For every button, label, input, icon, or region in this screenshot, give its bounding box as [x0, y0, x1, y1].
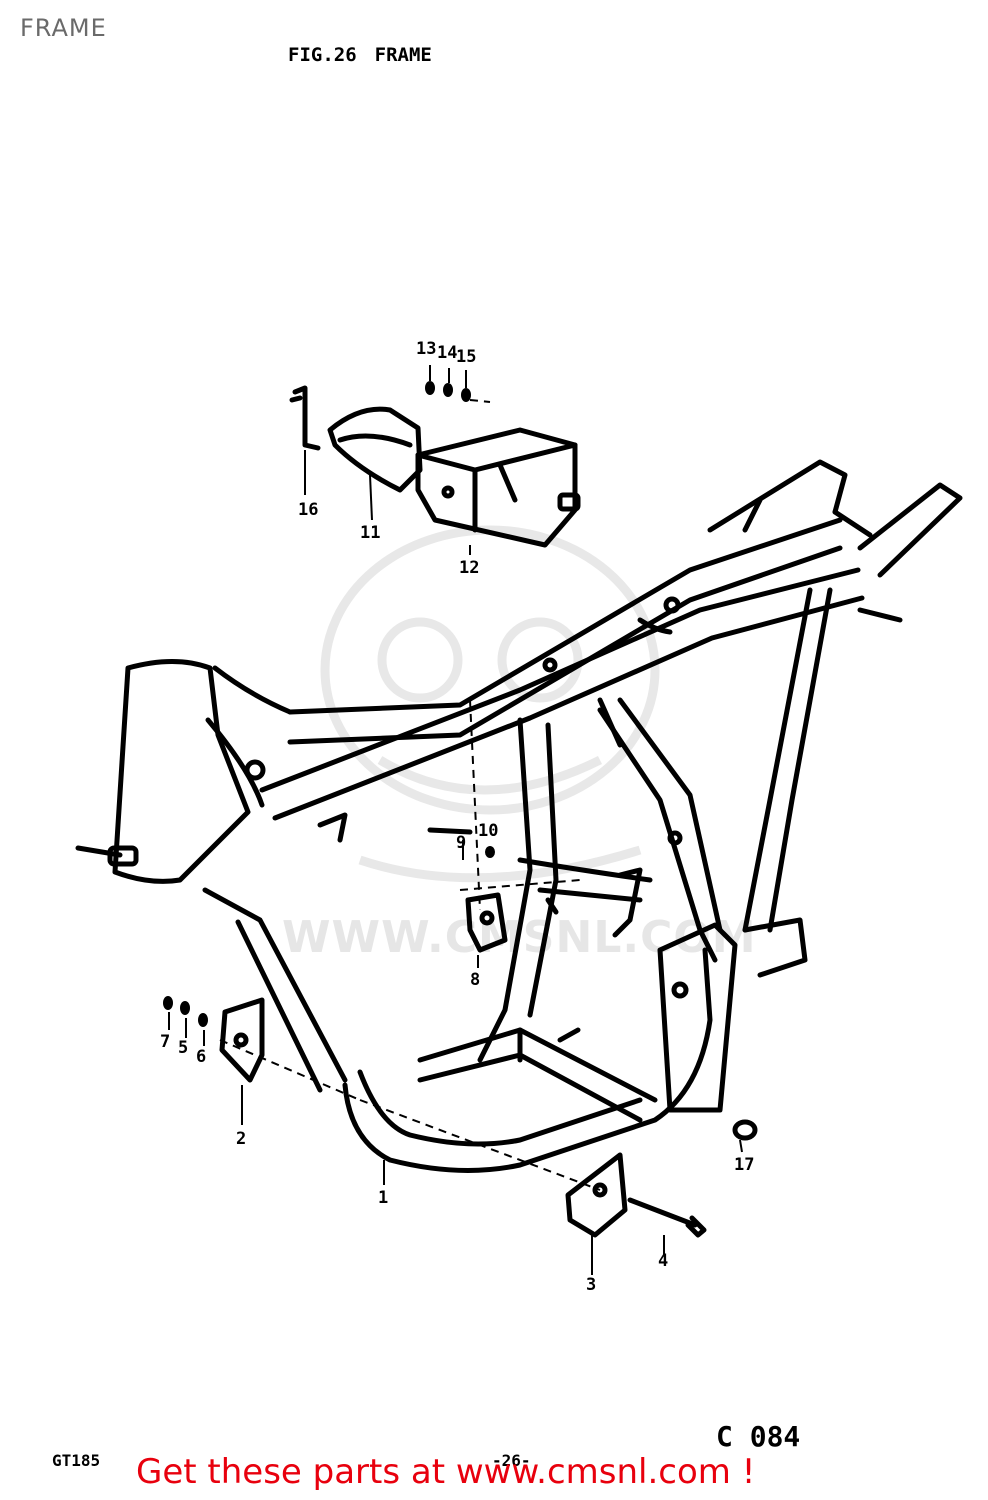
callout-4: 4	[658, 1251, 668, 1271]
seat-rail-left	[707, 459, 848, 533]
bracket-2	[219, 997, 265, 1083]
lower-cradle	[342, 947, 713, 1173]
callout-17: 17	[734, 1155, 754, 1175]
figure-number: FIG.26	[288, 44, 357, 66]
callout-16: 16	[298, 500, 318, 520]
battery-box	[415, 427, 578, 548]
callout-6: 6	[196, 1047, 206, 1067]
seat-rail-right	[857, 482, 963, 578]
rear-down-tube	[597, 707, 718, 963]
drawing-code: C 084	[716, 1420, 801, 1453]
callout-14: 14	[437, 343, 457, 363]
clip-16	[292, 385, 321, 451]
callout-15: 15	[456, 347, 476, 367]
callout-5: 5	[178, 1038, 188, 1058]
small-parts	[163, 381, 495, 1027]
callout-8: 8	[470, 970, 480, 990]
pivot-plate	[657, 922, 738, 1113]
page-number: -26-	[492, 1451, 531, 1470]
bolt-9	[427, 827, 473, 835]
bracket-3	[565, 1152, 628, 1238]
down-tube-front	[202, 887, 348, 1083]
head-tube	[112, 659, 251, 884]
page-label: FRAME	[20, 14, 107, 42]
callout-12: 12	[459, 558, 479, 578]
frame-drawing	[75, 385, 963, 1238]
callout-2: 2	[236, 1129, 246, 1149]
plug-17	[732, 1119, 758, 1141]
assembly-lines	[219, 399, 601, 1191]
top-tube-upper	[287, 517, 843, 715]
rear-vertical	[742, 587, 813, 933]
bolt-4	[627, 1197, 698, 1228]
callout-11: 11	[360, 523, 380, 543]
callout-3: 3	[586, 1275, 596, 1295]
bracket-8	[465, 892, 508, 953]
callout-10: 10	[478, 821, 498, 841]
down-tube-center	[477, 717, 533, 1063]
top-tube-lower	[259, 567, 861, 793]
leader-lines	[168, 365, 743, 1275]
callout-1: 1	[378, 1188, 388, 1208]
figure-title: FIG.26 FRAME	[288, 44, 432, 66]
battery-bracket	[327, 406, 423, 493]
callout-13: 13	[416, 339, 436, 359]
model-code: GT185	[52, 1451, 101, 1470]
callout-9: 9	[456, 833, 466, 853]
figure-name: FRAME	[374, 44, 432, 66]
callout-7: 7	[160, 1032, 170, 1052]
cta-link[interactable]: Get these parts at www.cmsnl.com !	[136, 1452, 756, 1492]
